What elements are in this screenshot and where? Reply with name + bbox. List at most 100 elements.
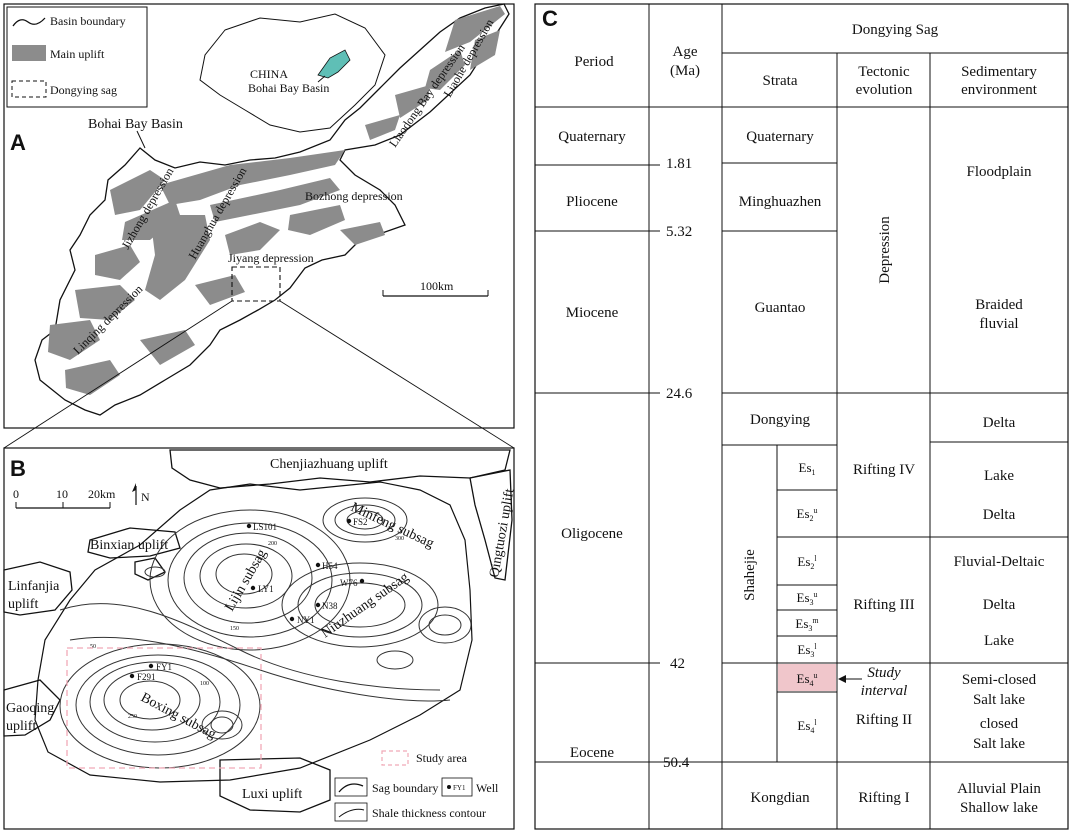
well-f291: F291	[137, 672, 156, 682]
well-ny1: NY1	[297, 615, 315, 625]
well-ly1: LY1	[258, 584, 274, 594]
tectonic-rifting-i: Rifting I	[858, 790, 909, 806]
svg-text:N: N	[141, 490, 150, 504]
age-4: 42	[670, 656, 685, 672]
header-tectonic-1: Tectonic	[858, 64, 910, 80]
strata-shahejie: Shahejie	[742, 549, 758, 601]
dongying-sag-box	[231, 266, 281, 302]
arrow-left-icon	[838, 675, 846, 683]
svg-text:Es2u: Es2u	[797, 506, 818, 523]
panel-a-letter: A	[10, 130, 26, 155]
svg-text:0: 0	[13, 487, 19, 501]
svg-text:10: 10	[56, 487, 68, 501]
age-1: 1.81	[666, 156, 692, 172]
uplift-linfanjia-2: uplift	[8, 597, 38, 612]
well-ls101: LS101	[253, 522, 277, 532]
env-braided-2: fluvial	[979, 316, 1018, 332]
panel-c-letter: C	[542, 6, 558, 31]
period-eocene: Eocene	[570, 745, 614, 761]
uplift-binxian: Binxian uplift	[90, 538, 168, 553]
strata-minghuazhen: Minghuazhen	[739, 194, 822, 210]
strata-kongdian: Kongdian	[750, 790, 810, 806]
svg-text:200: 200	[268, 541, 277, 547]
china-inset: CHINA Bohai Bay Basin	[199, 13, 386, 133]
svg-text:Es4l: Es4l	[797, 718, 817, 735]
tectonic-rifting-iii: Rifting III	[853, 597, 914, 613]
basin-label: Bohai Bay Basin	[88, 117, 183, 132]
header-environment-2: environment	[961, 82, 1038, 98]
legend-b: Sag boundary FY1 Well Shale thickness co…	[334, 777, 499, 822]
legend-a-uplift: Main uplift	[50, 47, 105, 61]
header-period: Period	[574, 54, 614, 70]
north-arrow-icon: N	[132, 483, 150, 505]
uplift-gaoqing-1: Gaoqing	[6, 701, 54, 716]
members: Es1 Es2u Es2l Es3u Es3m Es3l Es4u Es4l	[795, 460, 819, 735]
svg-text:50: 50	[90, 644, 96, 650]
age-5: 50.4	[663, 755, 690, 771]
strata-guantao: Guantao	[755, 300, 806, 316]
header-age-2: (Ma)	[670, 63, 700, 79]
main-uplifts	[48, 6, 505, 395]
svg-text:250: 250	[128, 714, 137, 720]
bohai-bay-inset-shape	[317, 49, 351, 79]
study-interval-1: Study	[867, 665, 901, 681]
svg-text:Es2l: Es2l	[797, 554, 817, 571]
env-alluvial-1: Alluvial Plain	[957, 781, 1041, 797]
env-braided-1: Braided	[975, 297, 1023, 313]
svg-text:150: 150	[230, 626, 239, 632]
dongying-sag-swatch	[11, 80, 47, 98]
depression-bozhong: Bozhong depression	[305, 189, 403, 203]
svg-text:Es3l: Es3l	[797, 642, 817, 659]
env-delta-2: Delta	[983, 507, 1016, 523]
header-tectonic-2: evolution	[856, 82, 913, 98]
legend-a-basin: Basin boundary	[50, 14, 126, 28]
env-delta-3: Delta	[983, 597, 1016, 613]
legend-contour: Shale thickness contour	[372, 806, 486, 820]
uplift-linfanjia-1: Linfanjia	[8, 579, 60, 594]
env-semi-closed-1: Semi-closed	[962, 672, 1037, 688]
env-lake-1: Lake	[984, 468, 1014, 484]
strata-quaternary: Quaternary	[746, 129, 814, 145]
svg-text:Es3u: Es3u	[797, 590, 818, 607]
study-interval-annotation: Study interval	[838, 665, 907, 699]
uplift-gaoqing-2: uplift	[6, 719, 36, 734]
panel-b: 50 100 150 200 250 300 LS101 FS2 H54 W76…	[3, 447, 518, 830]
panel-b-letter: B	[10, 456, 26, 481]
inset-country: CHINA	[250, 67, 288, 81]
depression-jiyang: Jiyang depression	[228, 251, 314, 265]
study-area-box	[66, 647, 262, 769]
svg-text:Es3m: Es3m	[795, 616, 819, 633]
header-age-1: Age	[673, 44, 698, 60]
wells: LS101 FS2 H54 W76 LY1 N38 NY1 FY1 F291	[129, 517, 368, 682]
scale-bar-b: 0 10 20km	[13, 487, 116, 509]
well-w76: W76	[340, 578, 358, 588]
legend-well: Well	[476, 781, 499, 795]
env-delta-1: Delta	[983, 415, 1016, 431]
legend-sag-boundary: Sag boundary	[372, 781, 438, 795]
period-oligocene: Oligocene	[561, 526, 623, 542]
legend-study-area: Study area	[416, 751, 468, 765]
age-3: 24.6	[666, 386, 693, 402]
panel-a: Basin boundary Main uplift Dongying sag …	[3, 3, 515, 429]
env-lake-2: Lake	[984, 633, 1014, 649]
env-closed-2: Salt lake	[973, 736, 1025, 752]
header-sag: Dongying Sag	[852, 22, 939, 38]
header-environment-1: Sedimentary	[961, 64, 1037, 80]
study-interval-cell	[778, 664, 836, 691]
period-quaternary: Quaternary	[558, 129, 626, 145]
tectonic-rifting-iv: Rifting IV	[853, 462, 915, 478]
well-fs2: FS2	[353, 517, 368, 527]
uplift-chenjiazhuang: Chenjiazhuang uplift	[270, 457, 388, 472]
svg-text:300: 300	[395, 536, 404, 542]
env-semi-closed-2: Salt lake	[973, 692, 1025, 708]
svg-text:20km: 20km	[88, 487, 116, 501]
panel-c: C Period Age (Ma) Dongying Sag Strata Te…	[534, 3, 1069, 830]
legend-well-symbol: FY1	[453, 784, 466, 792]
age-2: 5.32	[666, 224, 692, 240]
svg-text:Es1: Es1	[799, 460, 816, 477]
main-uplift-swatch	[12, 45, 46, 61]
legend-a-sag: Dongying sag	[50, 83, 117, 97]
env-alluvial-2: Shallow lake	[960, 800, 1038, 816]
env-floodplain: Floodplain	[966, 164, 1032, 180]
